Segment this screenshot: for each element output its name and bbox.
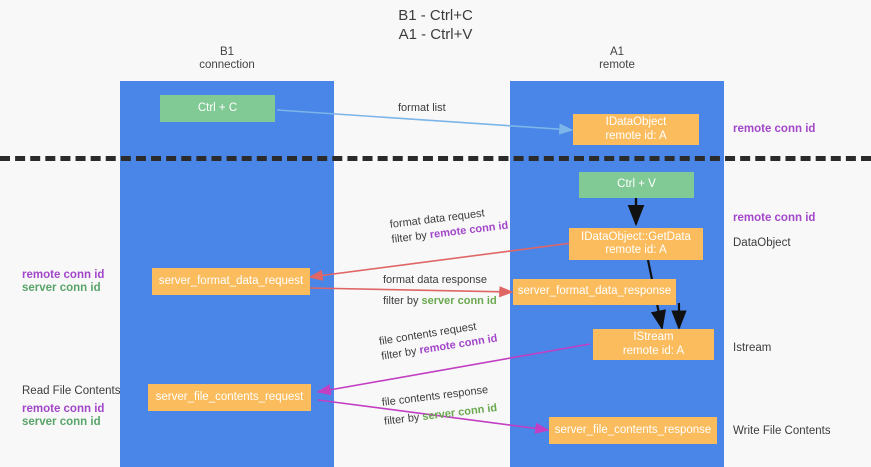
node-idataobject-label: IDataObject xyxy=(605,116,667,128)
edge-label-format-list: format list xyxy=(398,101,446,116)
node-idataobject-sublabel: remote id: A xyxy=(605,129,667,142)
lane-title-a1: A1 remote xyxy=(599,46,635,71)
lane-title-b1: B1 connection xyxy=(199,46,255,71)
node-server-format-data-response-label: server_format_data_response xyxy=(517,285,672,298)
edge-label-format-list-text: format list xyxy=(398,102,446,114)
node-getdata-label: IDataObject::GetData xyxy=(581,230,691,243)
node-server-file-contents-response-label: server_file_contents_response xyxy=(554,423,712,436)
filter-by-prefix-2: filter by xyxy=(383,295,422,307)
edge-label-format-data-response: format data response filter by server co… xyxy=(383,273,497,309)
node-server-format-data-request[interactable]: server_format_data_request xyxy=(152,268,310,295)
edge-label-file-contents-request: file contents request filter by remote c… xyxy=(378,317,499,365)
left-label-read-file-contents: Read File Contents xyxy=(22,385,121,397)
filter-by-prefix-1: filter by xyxy=(390,229,431,246)
diagram-title: B1 - Ctrl+C A1 - Ctrl+V xyxy=(398,7,473,43)
filter-by-prefix-4: filter by xyxy=(383,411,424,428)
node-istream-sublabel: remote id: A xyxy=(622,344,685,357)
left-label-remote-conn-id-bottom: remote conn id xyxy=(22,403,105,415)
server-conn-id-key-2: server conn id xyxy=(421,295,497,307)
node-getdata-sublabel: remote id: A xyxy=(605,244,667,256)
edge-label-file-contents-response: file contents response filter by server … xyxy=(381,382,498,430)
left-label-server-conn-id-bottom: server conn id xyxy=(22,416,101,428)
node-ctrl-v-label: Ctrl + V xyxy=(617,178,656,191)
left-label-remote-conn-id: remote conn id xyxy=(22,269,105,281)
node-server-format-data-response[interactable]: server_format_data_response xyxy=(513,279,676,305)
node-idataobject[interactable]: IDataObject remote id: A xyxy=(573,114,699,145)
node-ctrl-c[interactable]: Ctrl + C xyxy=(160,95,275,122)
right-label-dataobject: DataObject xyxy=(733,237,791,249)
right-label-istream: Istream xyxy=(733,342,772,354)
server-conn-id-key-4: server conn id xyxy=(421,401,498,424)
edge-label-format-data-response-line1: format data response xyxy=(383,274,487,286)
node-getdata[interactable]: IDataObject::GetData remote id: A xyxy=(569,228,703,260)
right-label-remote-conn-id-top: remote conn id xyxy=(733,123,816,135)
node-istream-label: IStream xyxy=(633,331,674,343)
right-label-remote-conn-id-mid: remote conn id xyxy=(733,212,816,224)
node-server-file-contents-request-label: server_file_contents_request xyxy=(155,390,304,403)
node-server-format-data-request-label: server_format_data_request xyxy=(158,274,304,287)
left-label-server-conn-id: server conn id xyxy=(22,282,101,294)
edge-label-format-data-request: format data request filter by remote con… xyxy=(389,204,509,248)
right-label-write-file-contents: Write File Contents xyxy=(733,425,831,437)
node-istream[interactable]: IStream remote id: A xyxy=(593,329,714,360)
edge-label-format-data-response-line2: filter by server conn id xyxy=(383,294,497,309)
section-divider xyxy=(0,156,871,161)
node-server-file-contents-response[interactable]: server_file_contents_response xyxy=(549,417,717,444)
node-server-file-contents-request[interactable]: server_file_contents_request xyxy=(148,384,311,411)
node-ctrl-c-label: Ctrl + C xyxy=(197,101,238,114)
node-ctrl-v[interactable]: Ctrl + V xyxy=(579,172,694,198)
